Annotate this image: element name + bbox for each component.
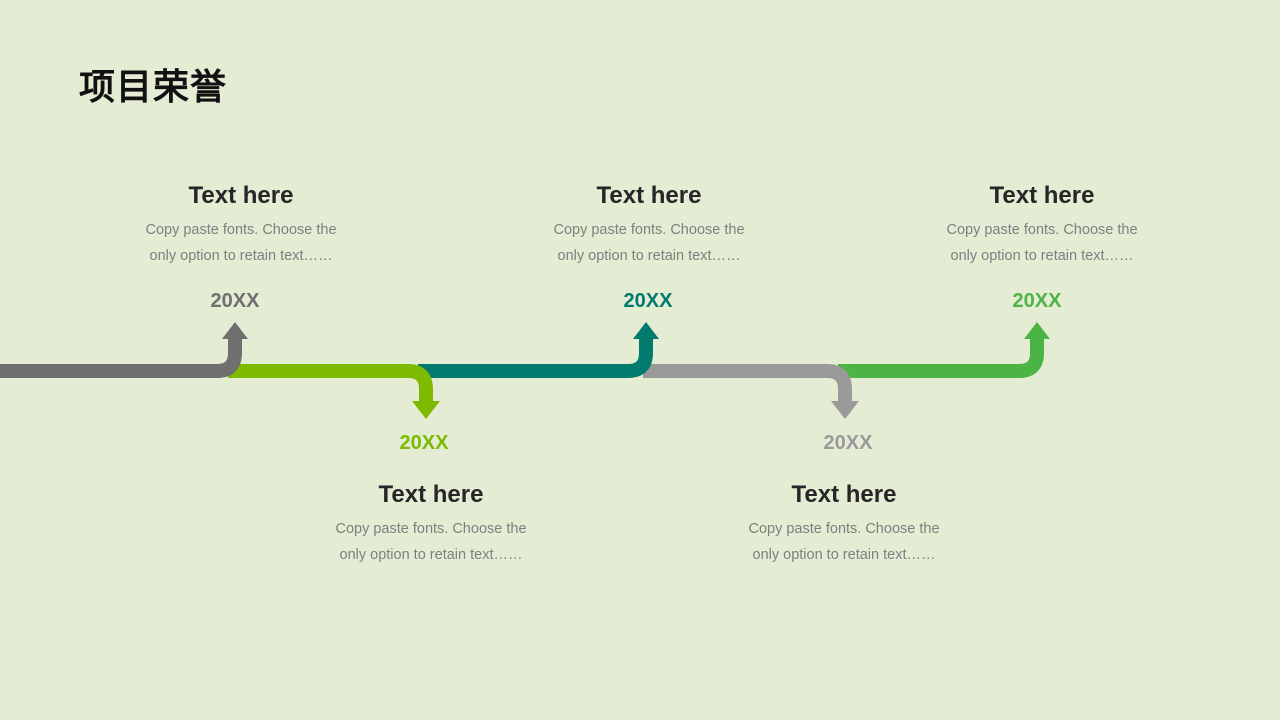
milestone-desc-3-line2: only option to retain text…… [557, 248, 741, 264]
timeline-segment-3 [418, 338, 653, 378]
milestone-desc-5-line2: only option to retain text…… [950, 248, 1134, 264]
arrow-up-3-icon [633, 322, 659, 339]
milestone-desc-2: Copy paste fonts. Choose the only option… [326, 516, 536, 568]
year-label-5: 20XX [1012, 290, 1062, 312]
arrow-down-2-icon [412, 401, 440, 419]
milestone-desc-5: Copy paste fonts. Choose the only option… [937, 217, 1147, 269]
milestone-desc-4-line1: Copy paste fonts. Choose the [748, 521, 940, 537]
timeline-segment-1 [0, 338, 242, 378]
milestone-desc-3-line1: Copy paste fonts. Choose the [553, 222, 745, 238]
timeline-segment-4 [643, 364, 852, 402]
milestone-desc-2-line2: only option to retain text…… [339, 547, 523, 563]
milestone-desc-3: Copy paste fonts. Choose the only option… [544, 217, 754, 269]
year-label-3: 20XX [623, 290, 673, 312]
milestone-desc-4: Copy paste fonts. Choose the only option… [739, 516, 949, 568]
milestone-desc-1: Copy paste fonts. Choose the only option… [136, 217, 346, 269]
milestone-desc-5-line1: Copy paste fonts. Choose the [946, 222, 1138, 238]
timeline-segment-5 [838, 338, 1044, 378]
year-label-2: 20XX [399, 432, 449, 454]
milestone-title-5: Text here [989, 182, 1095, 209]
year-label-4: 20XX [823, 432, 873, 454]
arrow-up-1-icon [222, 322, 248, 339]
page-title: 项目荣誉 [79, 67, 228, 108]
milestone-5: Text here Copy paste fonts. Choose the o… [922, 181, 1162, 269]
milestone-4: Text here Copy paste fonts. Choose the o… [724, 480, 964, 568]
milestone-1: Text here Copy paste fonts. Choose the o… [121, 181, 361, 269]
milestone-title-4: Text here [791, 481, 897, 508]
milestone-desc-1-line1: Copy paste fonts. Choose the [145, 222, 337, 238]
milestone-desc-4-line2: only option to retain text…… [752, 547, 936, 563]
year-label-1: 20XX [210, 290, 260, 312]
milestone-desc-2-line1: Copy paste fonts. Choose the [335, 521, 527, 537]
arrow-up-5-icon [1024, 322, 1050, 339]
milestone-desc-1-line2: only option to retain text…… [149, 248, 333, 264]
milestone-title-3: Text here [596, 182, 702, 209]
arrow-down-4-icon [831, 401, 859, 419]
milestone-title-2: Text here [378, 481, 484, 508]
milestone-title-1: Text here [188, 182, 294, 209]
milestone-3: Text here Copy paste fonts. Choose the o… [529, 181, 769, 269]
timeline-segment-2 [228, 364, 433, 402]
milestone-2: Text here Copy paste fonts. Choose the o… [311, 480, 551, 568]
